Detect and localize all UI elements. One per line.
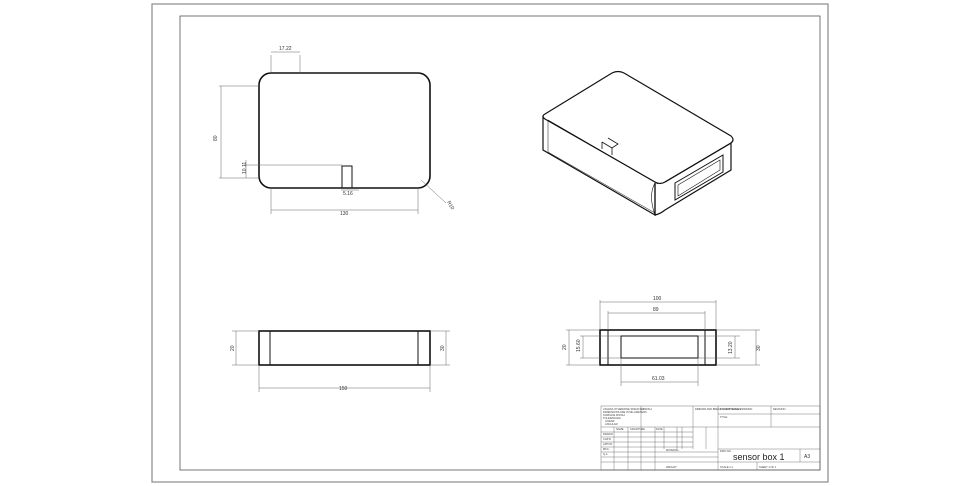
front-view: 20 30 150: [230, 330, 450, 392]
tb-note-3: TOLERANCES:: [603, 416, 622, 420]
tb-weight: WEIGHT:: [666, 465, 677, 469]
dim-slot-small: 5.16: [343, 191, 353, 197]
tb-note-1: DIMENSIONS ARE IN MILLIMETERS: [603, 410, 647, 414]
tb-material: MATERIAL:: [666, 448, 680, 452]
dim-side-left-height: 20: [562, 344, 568, 350]
tb-note-4: LINEAR:: [605, 419, 615, 423]
tb-row-mfg: MFG: [603, 447, 609, 451]
side-view-outline: [599, 329, 717, 366]
dim-side-left-small: 15.60: [576, 339, 582, 352]
tb-row-drawn: DRAWN: [603, 432, 613, 436]
tb-finish: FINISH:: [643, 407, 653, 411]
dim-side-bottom: 61.03: [652, 376, 665, 382]
iso-front-face: [654, 141, 732, 216]
title-block: [600, 405, 821, 471]
tb-name-col: NAME: [616, 427, 624, 431]
isometric-view: [542, 70, 734, 217]
side-view-opening: [620, 335, 699, 359]
tb-dwg-no: DWG NO.: [720, 449, 732, 453]
drawing-title: sensor box 1: [733, 452, 785, 462]
side-view: 100 89 20 15.60 13.20 30 61.03: [562, 296, 762, 386]
tb-do-not-scale: DO NOT SCALE DRAWING: [720, 407, 752, 411]
tb-revision: REVISION: [773, 407, 786, 411]
dim-radius: R10: [445, 200, 455, 211]
tb-note-5: ANGULAR:: [605, 422, 619, 426]
tb-scale: SCALE:1:1: [720, 465, 733, 469]
dim-top-height: 80: [213, 135, 219, 141]
top-view-outline: [258, 72, 431, 189]
dim-slot-width: 17.22: [279, 46, 292, 52]
dim-small-height: 10.11: [242, 162, 248, 174]
tb-row-qa: Q.A: [603, 452, 608, 456]
tb-row-appvd: APPV'D: [603, 442, 612, 446]
dim-front-width: 150: [339, 386, 348, 392]
iso-top-inner-edge: [547, 119, 659, 185]
top-view: 17.22 80 10.11 5.16 130 R10: [213, 46, 455, 217]
dim-side-outer: 100: [653, 296, 662, 302]
dim-side-inner: 89: [653, 307, 659, 313]
top-view-slot: [341, 165, 353, 188]
dim-side-right-height: 30: [756, 345, 762, 351]
tb-date-col: DATE: [656, 427, 663, 431]
iso-left-face: [542, 116, 656, 217]
drawing-size: A3: [804, 454, 810, 460]
dim-side-right-small: 13.20: [728, 341, 734, 354]
sheet-inner-border: [179, 15, 821, 471]
tb-sheet: SHEET 1 OF 1: [759, 465, 777, 469]
tb-note-0: UNLESS OTHERWISE SPECIFIED:: [603, 407, 645, 411]
tb-title-label: TITLE:: [720, 415, 728, 419]
tb-signature-col: SIGNATURE: [630, 427, 645, 431]
sheet-outer-border: [151, 3, 829, 483]
tb-deburr: DEBURR AND BREAK SHARP EDGES: [695, 407, 741, 411]
front-view-outline: [258, 330, 431, 366]
iso-slot: [601, 137, 619, 149]
dim-front-right-height: 30: [440, 345, 446, 351]
dim-top-width: 130: [340, 211, 349, 217]
tb-row-chkd: CHK'D: [603, 437, 611, 441]
dim-front-left-height: 20: [230, 345, 236, 351]
tb-note-2: SURFACE FINISH:: [603, 413, 625, 417]
title-block-text: UNLESS OTHERWISE SPECIFIED: DIMENSIONS A…: [603, 407, 810, 469]
iso-front-opening: [674, 154, 724, 201]
